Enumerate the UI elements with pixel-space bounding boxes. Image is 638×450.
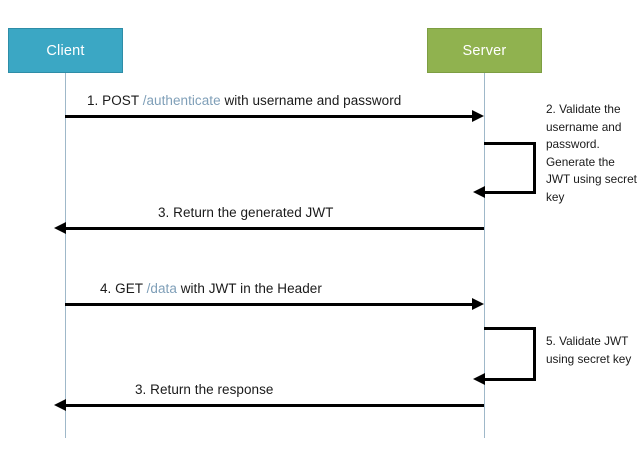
message-label-1: 1. POST /authenticate with username and … — [87, 93, 401, 108]
arrowhead-left-icon — [54, 222, 66, 234]
message-label-1-prefix: 1. POST — [87, 93, 143, 108]
message-label-4: 3. Return the response — [135, 382, 273, 397]
arrowhead-right-icon — [472, 110, 484, 122]
arrowhead-left-icon — [473, 373, 485, 385]
self-loop-2-bottom-segment — [484, 378, 536, 381]
self-loop-2-right-segment — [533, 327, 536, 381]
message-label-1-suffix: with username and password — [220, 93, 402, 108]
participant-box-client: Client — [8, 28, 123, 73]
message-label-3-prefix: 4. GET — [100, 281, 147, 296]
participant-label-server: Server — [462, 42, 507, 59]
message-label-1-path: /authenticate — [142, 93, 221, 108]
participant-label-client: Client — [46, 42, 85, 59]
message-label-2: 3. Return the generated JWT — [158, 205, 333, 220]
message-line-1 — [65, 115, 473, 118]
message-label-2-prefix: 3. Return the generated JWT — [158, 205, 334, 220]
arrowhead-left-icon — [54, 399, 66, 411]
lifeline-client — [65, 73, 66, 438]
self-loop-1-bottom-segment — [484, 191, 536, 194]
self-loop-arrow-2 — [473, 327, 536, 385]
arrowhead-right-icon — [472, 298, 484, 310]
message-line-2 — [65, 227, 484, 230]
note-step-2: 2. Validate the username and password. G… — [546, 102, 637, 204]
message-line-4 — [65, 404, 484, 407]
message-line-3 — [65, 303, 473, 306]
arrowhead-left-icon — [473, 186, 485, 198]
self-loop-1-right-segment — [533, 142, 536, 194]
message-label-4-prefix: 3. Return the response — [135, 382, 274, 397]
self-loop-2-top-segment — [484, 327, 536, 330]
message-label-3-suffix: with JWT in the Header — [176, 281, 322, 296]
note-step-5: 5. Validate JWT using secret key — [546, 334, 632, 366]
lifeline-server — [484, 73, 485, 438]
participant-box-server: Server — [427, 28, 542, 73]
self-loop-arrow-1 — [473, 142, 536, 198]
self-loop-1-top-segment — [484, 142, 536, 145]
message-label-3: 4. GET /data with JWT in the Header — [100, 281, 322, 296]
message-label-3-path: /data — [146, 281, 177, 296]
